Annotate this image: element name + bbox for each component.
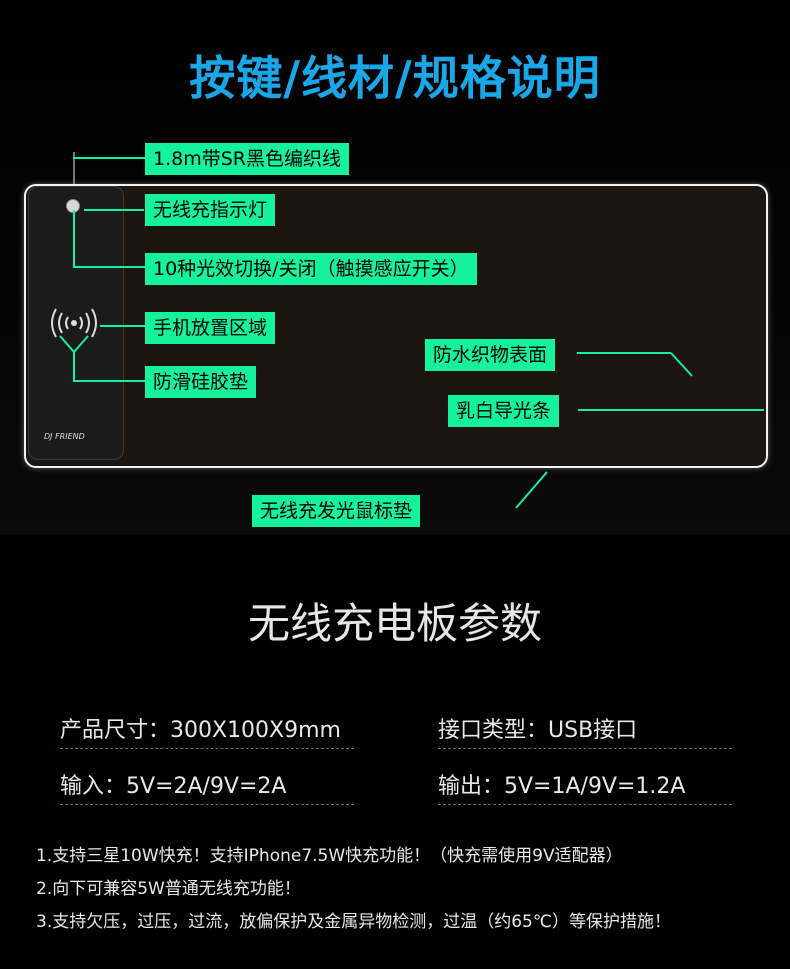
section-title: 无线充电板参数: [247, 599, 542, 648]
label-light-strip: 乳白导光条: [448, 395, 560, 427]
wireless-charging-icon: [51, 308, 97, 338]
label-surface: 防水织物表面: [425, 339, 556, 371]
note-item: 1.支持三星10W快充！支持IPhone7.5W快充功能！（快充需使用9V适配器…: [36, 846, 623, 866]
label-phone-area: 手机放置区域: [145, 312, 276, 344]
leader-line: [73, 157, 145, 159]
note-item: 3.支持欠压，过压，过流，放偏保护及金属异物检测，过温（约65℃）等保护措施！: [36, 912, 671, 932]
leader-line: [84, 209, 144, 211]
label-cable: 1.8m带SR黑色编织线: [145, 143, 349, 175]
notes-list: 1.支持三星10W快充！支持IPhone7.5W快充功能！（快充需使用9V适配器…: [36, 840, 671, 939]
brand-logo: DJ FRIEND: [44, 432, 85, 441]
page-title: 按键/线材/规格说明: [189, 51, 601, 105]
label-indicator: 无线充指示灯: [145, 194, 276, 226]
spec-size: 产品尺寸：300X100X9mm: [60, 712, 354, 749]
note-item: 2.向下可兼容5W普通无线充功能！: [36, 879, 301, 899]
leader-line: [73, 210, 75, 268]
leader-line: [578, 409, 764, 411]
leader-line: [73, 266, 145, 268]
label-switch: 10种光效切换/关闭（触摸感应开关）: [145, 253, 477, 285]
leader-line: [100, 325, 145, 327]
spec-output: 输出：5V=1A/9V=1.2A: [438, 768, 732, 805]
leader-line: [73, 380, 145, 382]
label-product: 无线充发光鼠标垫: [252, 495, 421, 527]
diagram-section: 按键/线材/规格说明 DJ FRIEND 1.8m带SR黑色编织线 无线充指示灯…: [0, 0, 790, 535]
label-silicone: 防滑硅胶垫: [145, 366, 257, 398]
spec-input: 输入：5V=2A/9V=2A: [60, 768, 354, 805]
leader-line: [577, 352, 671, 354]
spec-port: 接口类型：USB接口: [438, 712, 732, 749]
leader-line: [59, 335, 693, 509]
cable: [73, 152, 75, 184]
logo-text: DJ FRIEND: [44, 432, 85, 441]
leader-line: [73, 352, 75, 381]
